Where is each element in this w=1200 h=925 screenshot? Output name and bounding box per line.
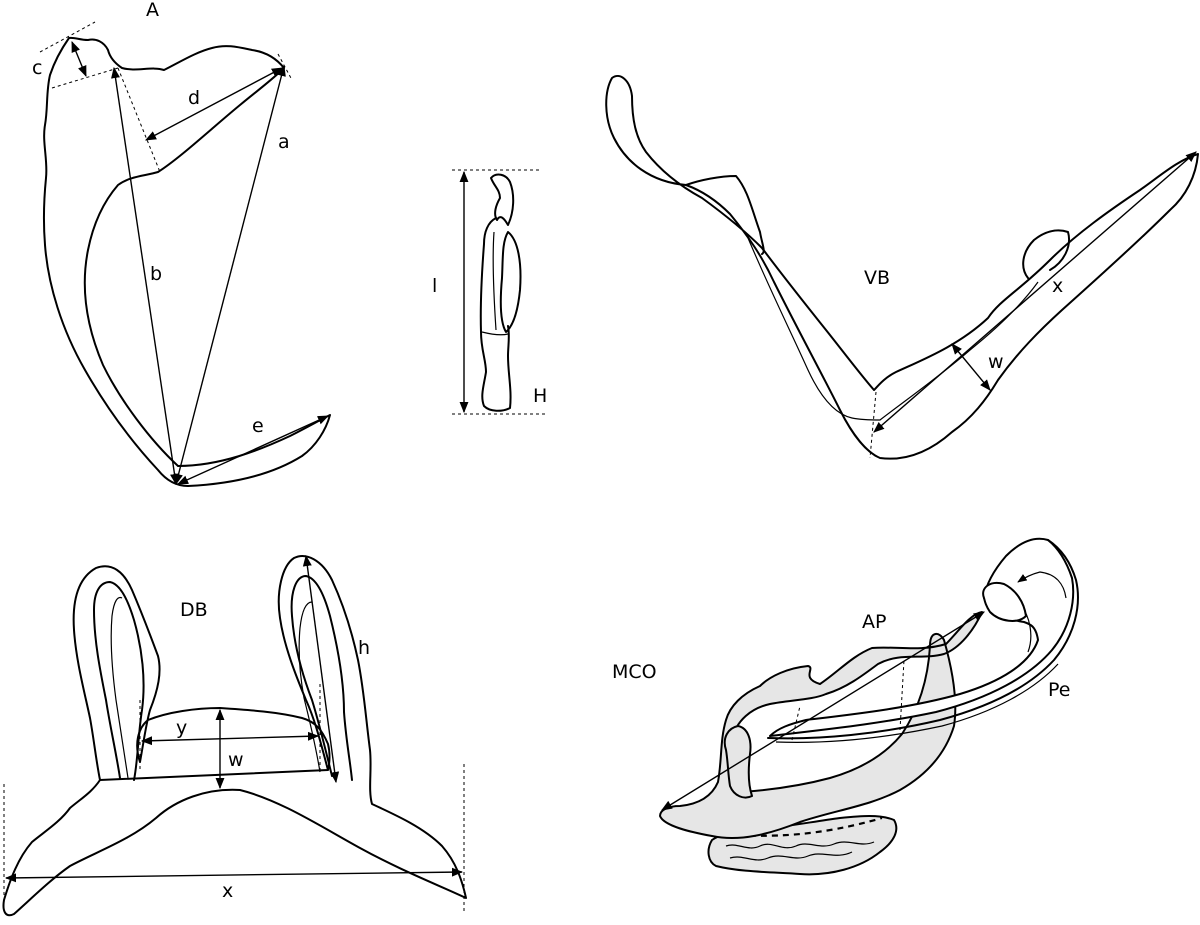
- measure-line-a: [174, 64, 286, 486]
- measure-line-d: [145, 67, 283, 141]
- measure-label-a: a: [278, 131, 290, 153]
- copulatory-organ-base-texture: [725, 841, 875, 861]
- copulatory-organ-tip: [982, 582, 1027, 622]
- measure-label-db-w: w: [228, 749, 244, 771]
- hook-loop: [499, 231, 522, 333]
- measure-line-c: [71, 40, 87, 78]
- panel-label-ventral-bar: VB: [864, 267, 890, 289]
- panel-ventral-bar: VB x w: [605, 75, 1199, 460]
- panel-anchor: A a b c d e: [32, 0, 331, 487]
- measure-line-db-y: [140, 731, 320, 746]
- part-label-penis: Pe: [1048, 679, 1070, 701]
- measure-label-db-x: x: [222, 880, 233, 902]
- panel-copulatory-organ: MCO AP Pe: [612, 537, 1079, 876]
- measure-label-db-h: h: [358, 637, 370, 659]
- measure-label-db-y: y: [176, 717, 187, 739]
- copulatory-organ-curl: [1017, 571, 1067, 599]
- anchor-guide-tip: [277, 53, 293, 81]
- measure-label-c: c: [32, 57, 42, 79]
- hook-outline: [490, 173, 515, 226]
- measure-label-vb-x: x: [1052, 275, 1063, 297]
- anchor-guide-base: [51, 67, 119, 89]
- ventral-bar-outline: [605, 75, 1199, 460]
- ventral-bar-guide: [869, 391, 877, 459]
- panel-dorsal-bar: DB h y w x: [2, 554, 467, 917]
- copulatory-organ-tube-outer: [769, 537, 1075, 737]
- measure-line-db-h: [302, 554, 340, 784]
- measure-line-vb-x: [873, 151, 1197, 433]
- panel-label-anchor: A: [146, 0, 159, 21]
- measure-line-e: [176, 415, 330, 485]
- anchor-guide-c: [39, 21, 96, 53]
- anchor-guide-d: [117, 67, 161, 173]
- dorsal-bar-right-arm-core: [298, 601, 321, 773]
- ventral-bar-inner: [747, 237, 1039, 421]
- measure-label-l: l: [432, 275, 437, 297]
- measure-label-vb-w: w: [988, 351, 1004, 373]
- dorsal-bar-outline: [2, 555, 467, 917]
- hook-shaft: [479, 217, 512, 412]
- measure-label-e: e: [252, 415, 264, 437]
- measure-line-db-x: [4, 867, 464, 883]
- measure-label-b: b: [150, 263, 162, 285]
- measure-line-b: [111, 66, 179, 486]
- hook-inner: [481, 231, 509, 336]
- ventral-bar-lobe-right: [1022, 229, 1070, 279]
- measure-line-mco: [661, 611, 985, 811]
- dorsal-bar-left-arm-inner: [93, 581, 145, 781]
- anchor-outline: [42, 36, 331, 487]
- measure-line-vb-w: [951, 343, 991, 391]
- dorsal-bar-left-arm-core: [110, 596, 129, 779]
- panel-label-dorsal-bar: DB: [180, 599, 208, 621]
- measure-label-d: d: [188, 87, 200, 109]
- panel-label-hook: H: [533, 385, 547, 407]
- ventral-bar-lobe-left: [685, 175, 765, 255]
- panel-hook: l H: [432, 169, 547, 415]
- panel-label-copulatory-organ: MCO: [612, 661, 657, 683]
- part-label-accessory-piece: AP: [862, 611, 886, 633]
